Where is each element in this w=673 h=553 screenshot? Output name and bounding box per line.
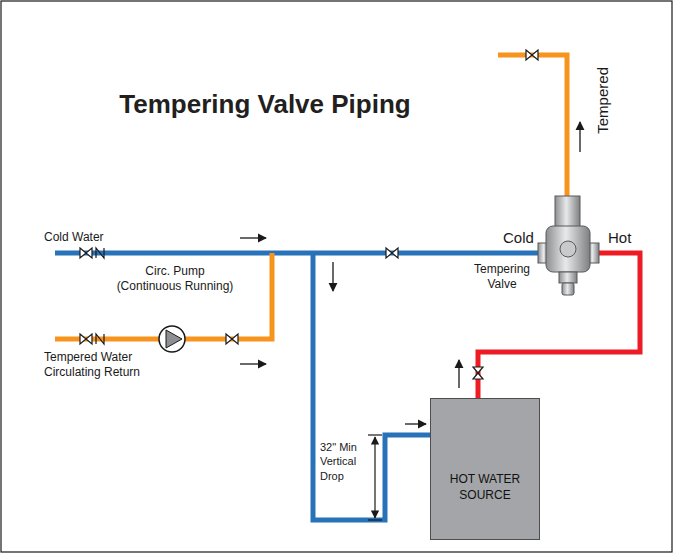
heater-box: HOT WATER SOURCE <box>430 398 540 540</box>
gate-valve <box>473 367 483 379</box>
dimension-line <box>368 435 382 520</box>
gate-valve <box>386 248 398 258</box>
pipe-label: Cold Water <box>44 230 104 245</box>
box-label: HOT WATER SOURCE <box>443 472 527 503</box>
gate-valve <box>80 248 92 258</box>
pipe-label: Tempered <box>594 67 613 134</box>
pipe-label: 32" Min Vertical Drop <box>320 440 368 483</box>
diagram-title: Tempering Valve Piping <box>60 88 470 121</box>
pipe-label: Cold <box>503 229 534 248</box>
tempering-valve-symbol <box>538 196 599 295</box>
gate-valve <box>80 334 92 344</box>
cold-pipe <box>55 253 542 520</box>
check-valve <box>96 248 104 258</box>
pump-symbol <box>159 326 185 352</box>
gate-valve <box>526 50 538 60</box>
pipe-label: Circ. Pump (Continuous Running) <box>114 264 236 294</box>
return-pipe <box>55 253 272 339</box>
pipe-label: Tempering Valve <box>469 262 535 292</box>
flow-arrows <box>240 122 580 424</box>
gate-valve <box>226 334 238 344</box>
tempered-pipe <box>498 55 567 198</box>
pipe-label: Tempered Water Circulating Return <box>44 350 144 380</box>
check-valve <box>96 334 104 344</box>
pipe-label: Hot <box>608 229 631 248</box>
